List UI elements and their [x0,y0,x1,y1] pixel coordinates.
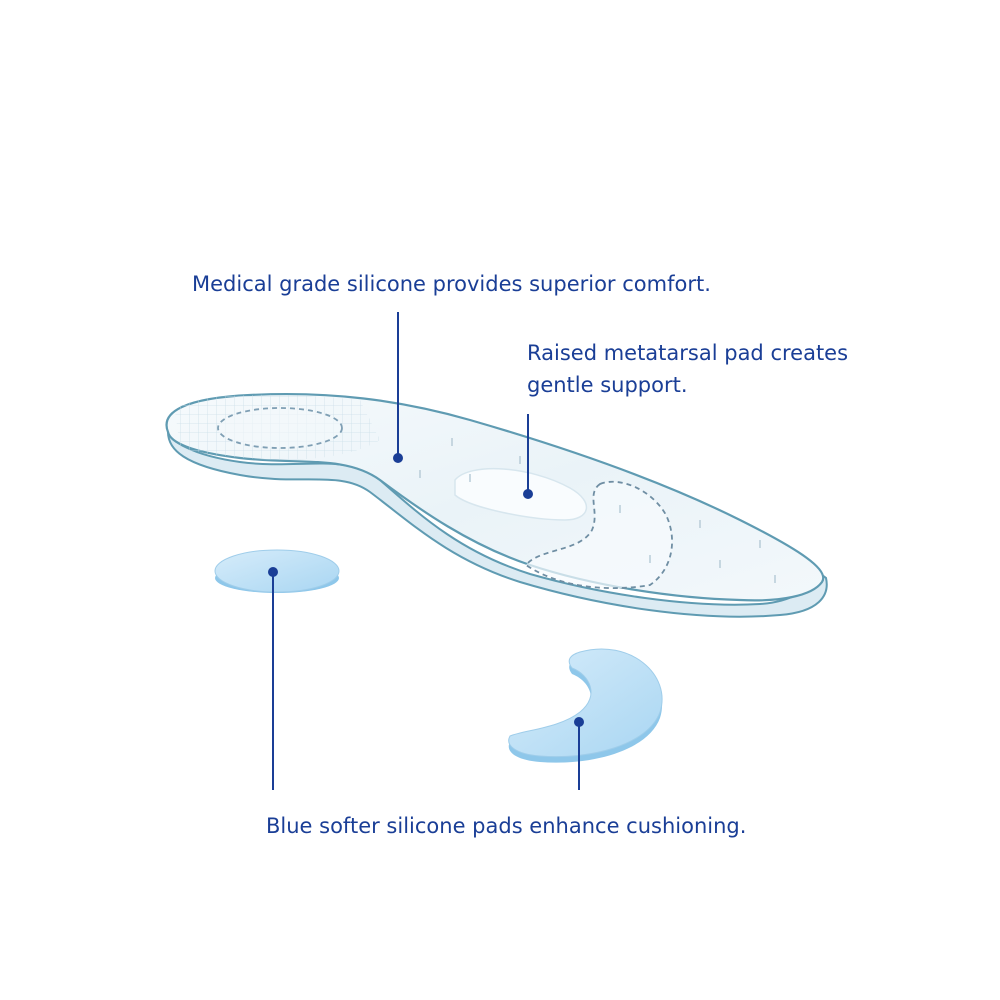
leader-line-silicone [393,312,403,463]
crescent-silicone-pad [508,648,663,763]
leader-line-crescent-pad [574,717,584,790]
heel-pad-outline [217,407,343,449]
leader-line-round-pad [268,567,278,790]
metatarsal-pad [454,467,588,521]
insole [165,392,828,618]
callout-silicone-text: Medical grade silicone provides superior… [192,272,711,296]
leader-line-metatarsal [523,414,533,499]
callout-pads-text: Blue softer silicone pads enhance cushio… [266,814,747,838]
callout-silicone-comfort: Medical grade silicone provides superior… [192,268,711,300]
callout-metatarsal-line-2: gentle support. [527,373,688,397]
callout-pads-cushioning: Blue softer silicone pads enhance cushio… [266,810,746,842]
callout-metatarsal-line-1: Raised metatarsal pad creates [527,341,849,365]
callout-metatarsal-support: Raised metatarsal pad creates gentle sup… [527,337,848,401]
surface-tick-marks [419,438,776,583]
forefoot-pad-outline [524,480,673,589]
